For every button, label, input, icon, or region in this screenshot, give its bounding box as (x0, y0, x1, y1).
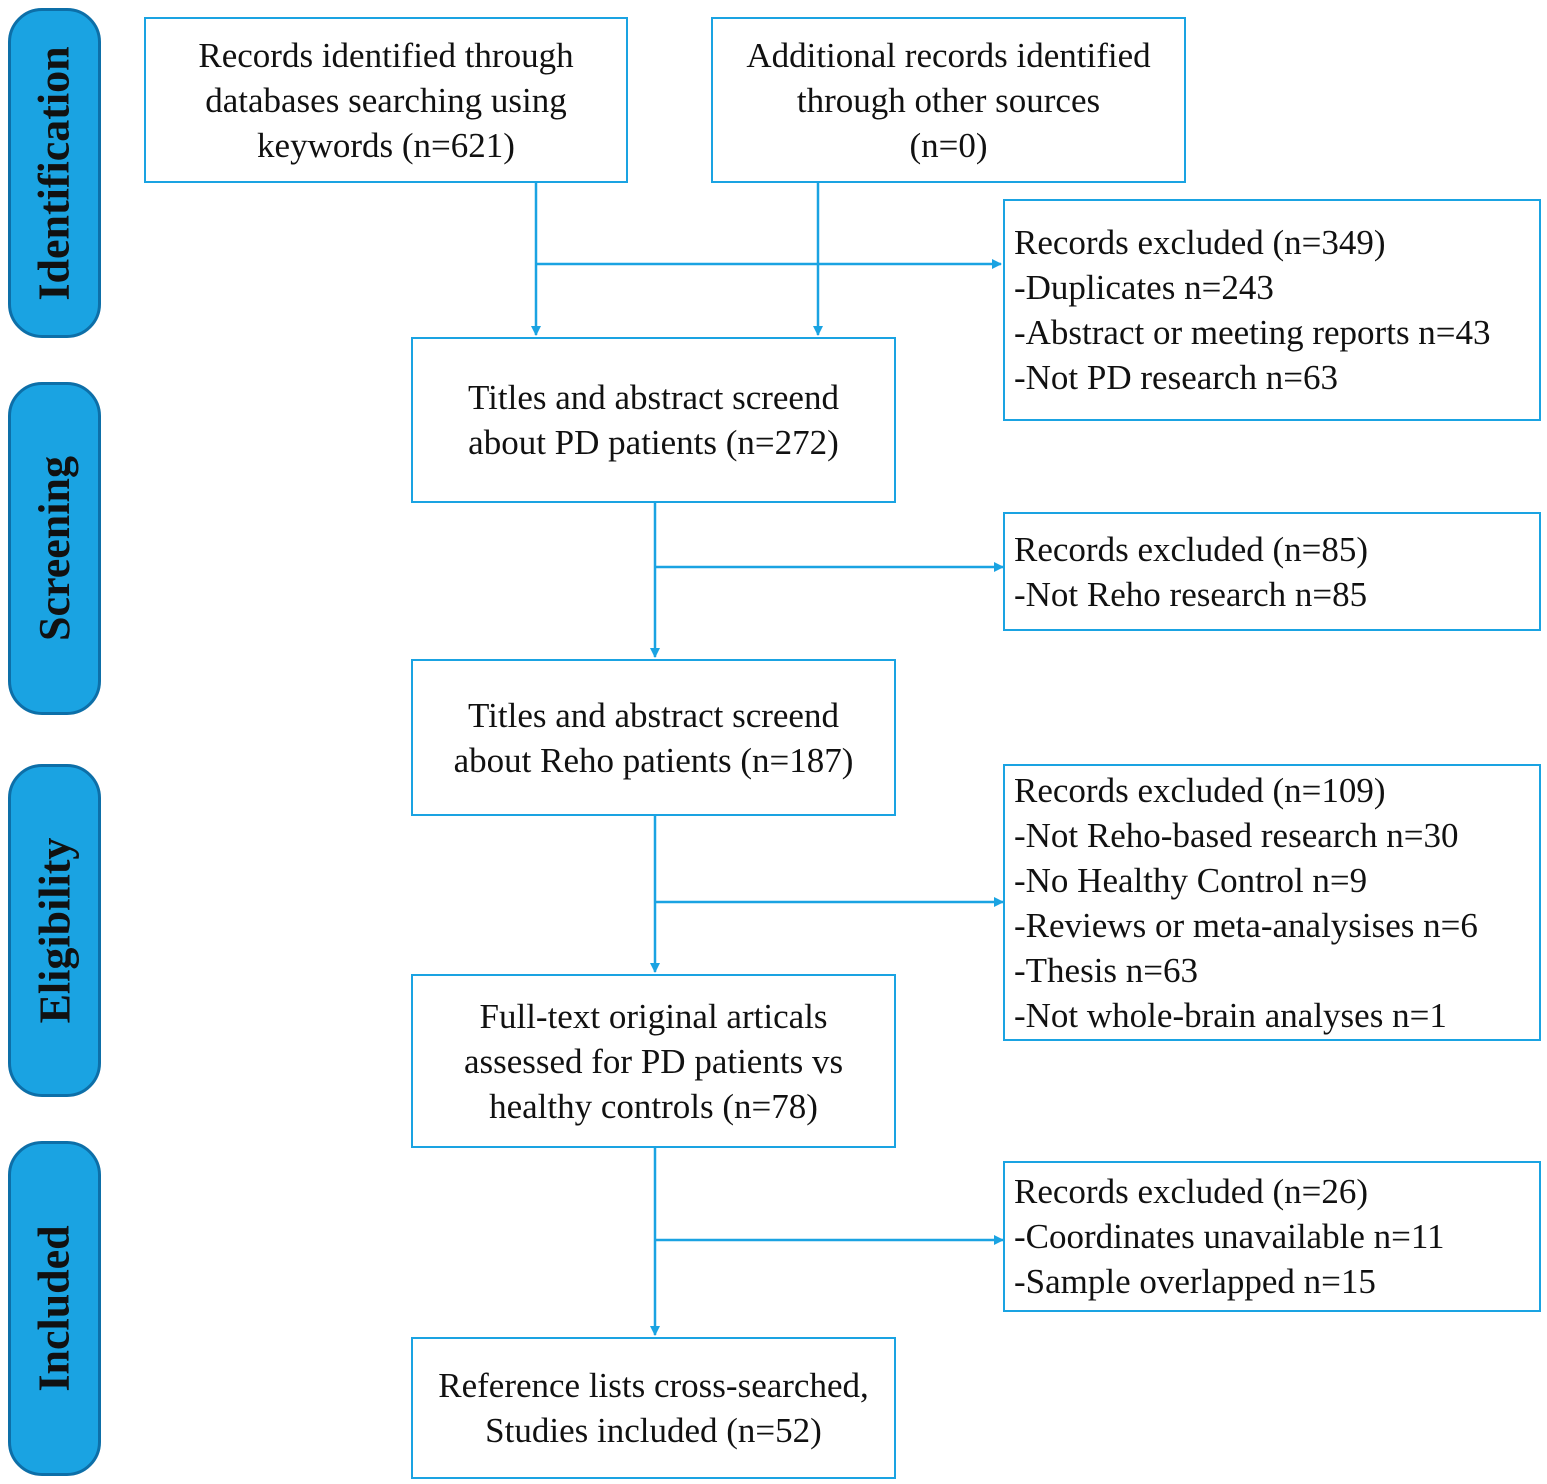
box-line: databases searching using (205, 80, 567, 120)
box-line: -Not Reho-based research n=30 (1014, 815, 1459, 855)
box-line: about PD patients (n=272) (468, 423, 839, 462)
box-line: Records excluded (n=85) (1014, 529, 1369, 569)
box-line: (n=0) (909, 125, 988, 165)
box-line: Full-text original articals (479, 996, 828, 1036)
box-line: Records excluded (n=26) (1014, 1172, 1369, 1211)
box-screen-pd: Titles and abstract screend about PD pat… (411, 337, 896, 503)
box-line: Records excluded (n=109) (1014, 770, 1386, 810)
stage-label: Identification (30, 45, 80, 301)
box-line: -Abstract or meeting reports n=43 (1014, 313, 1491, 352)
box-line: Studies included (n=52) (485, 1411, 822, 1450)
stage-included: Included (8, 1141, 101, 1476)
box-line: -Not Reho research n=85 (1014, 574, 1368, 614)
stage-identification: Identification (8, 8, 101, 338)
box-line: -No Healthy Control n=9 (1014, 860, 1368, 900)
box-line: keywords (n=621) (257, 125, 515, 165)
box-line: Records excluded (n=349) (1014, 223, 1386, 262)
box-line: Records identified through (198, 35, 574, 75)
stage-eligibility: Eligibility (8, 764, 101, 1097)
box-line: Additional records identified (746, 35, 1151, 75)
box-excluded-3: Records excluded (n=109) -Not Reho-based… (1003, 764, 1541, 1041)
box-line: Reference lists cross-searched, (438, 1366, 869, 1405)
box-line: Titles and abstract screend (468, 695, 839, 735)
box-line: -Not PD research n=63 (1014, 358, 1338, 397)
box-line: -Sample overlapped n=15 (1014, 1262, 1376, 1301)
box-excluded-4: Records excluded (n=26) -Coordinates una… (1003, 1161, 1541, 1312)
box-fulltext: Full-text original articals assessed for… (411, 974, 896, 1148)
box-line: -Thesis n=63 (1014, 950, 1199, 990)
box-records-other: Additional records identified through ot… (711, 17, 1186, 183)
stage-label: Eligibility (30, 837, 80, 1024)
box-line: through other sources (796, 80, 1101, 120)
stage-label: Screening (30, 456, 79, 641)
stage-screening: Screening (8, 382, 101, 715)
box-screen-reho: Titles and abstract screend about Reho p… (411, 659, 896, 816)
box-line: -Not whole-brain analyses n=1 (1014, 995, 1447, 1035)
box-line: -Reviews or meta-analysises n=6 (1014, 905, 1478, 945)
box-line: Titles and abstract screend (468, 378, 839, 417)
box-line: about Reho patients (n=187) (453, 740, 854, 780)
box-records-databases: Records identified through databases sea… (144, 17, 628, 183)
box-excluded-1: Records excluded (n=349) -Duplicates n=2… (1003, 199, 1541, 421)
box-line: assessed for PD patients vs (463, 1041, 844, 1081)
box-included: Reference lists cross-searched, Studies … (411, 1337, 896, 1479)
box-excluded-2: Records excluded (n=85) -Not Reho resear… (1003, 512, 1541, 631)
stage-label: Included (30, 1225, 80, 1392)
box-line: -Duplicates n=243 (1014, 268, 1274, 307)
box-line: -Coordinates unavailable n=11 (1014, 1217, 1445, 1256)
box-line: healthy controls (n=78) (489, 1086, 818, 1126)
